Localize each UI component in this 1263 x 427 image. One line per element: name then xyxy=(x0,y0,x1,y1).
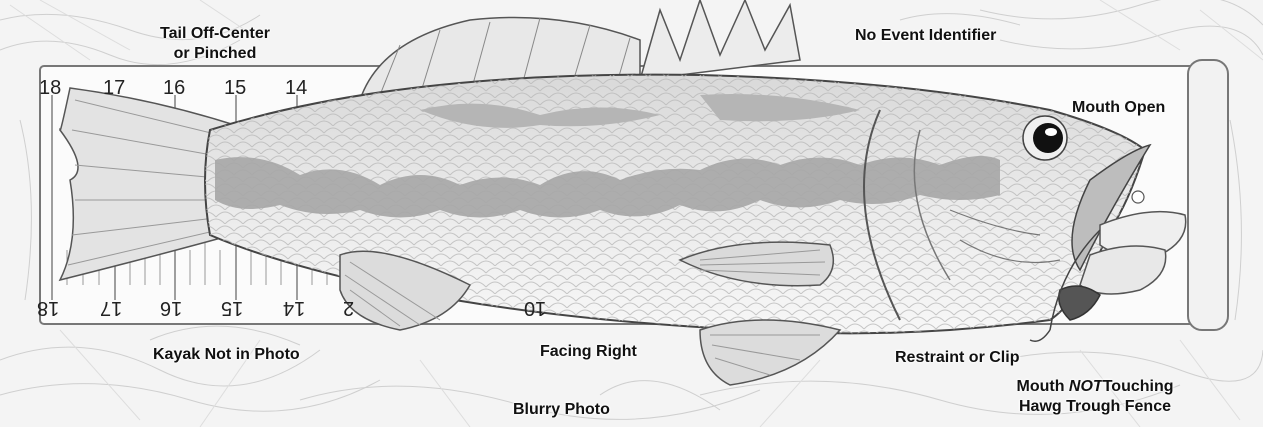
ruler-top-number: 16 xyxy=(163,78,185,98)
mouth-open-label: Mouth Open xyxy=(1072,98,1165,118)
ruler-top-number: 15 xyxy=(224,78,246,98)
kayak-not-in-photo-label: Kayak Not in Photo xyxy=(153,345,300,365)
mouth-not-touching-label: Mouth NOTTouching Hawg Trough Fence xyxy=(995,377,1195,417)
ruler-bottom-number: 18 xyxy=(37,298,59,318)
tail-off-center-label: Tail Off-Center or Pinched xyxy=(130,24,300,64)
ruler-top-number: 14 xyxy=(285,78,307,98)
ruler-top-number: 17 xyxy=(103,78,125,98)
ruler-bottom-number: 16 xyxy=(160,298,182,318)
ruler-bottom-number: 10 xyxy=(524,298,546,318)
mouth-not-emphasis: NOT xyxy=(1069,378,1103,395)
hawg-trough-fence-line: Hawg Trough Fence xyxy=(995,397,1195,417)
ruler-bottom-number: 14 xyxy=(283,298,305,318)
blurry-photo-label: Blurry Photo xyxy=(513,400,610,420)
tail-label-line1: Tail Off-Center xyxy=(130,24,300,44)
tail-label-line2: or Pinched xyxy=(130,44,300,64)
ruler-bottom-number: 2 xyxy=(343,298,354,318)
mouth-not-suffix: Touching xyxy=(1103,378,1174,395)
ruler-top-number: 18 xyxy=(39,78,61,98)
ruler-bottom-number: 15 xyxy=(221,298,243,318)
mouth-not-touching-line1: Mouth NOTTouching xyxy=(995,377,1195,397)
restraint-or-clip-label: Restraint or Clip xyxy=(895,348,1019,368)
ruler-bottom-number: 17 xyxy=(100,298,122,318)
no-event-identifier-label: No Event Identifier xyxy=(855,26,996,46)
mouth-not-prefix: Mouth xyxy=(1017,378,1069,395)
facing-right-label: Facing Right xyxy=(540,342,637,362)
